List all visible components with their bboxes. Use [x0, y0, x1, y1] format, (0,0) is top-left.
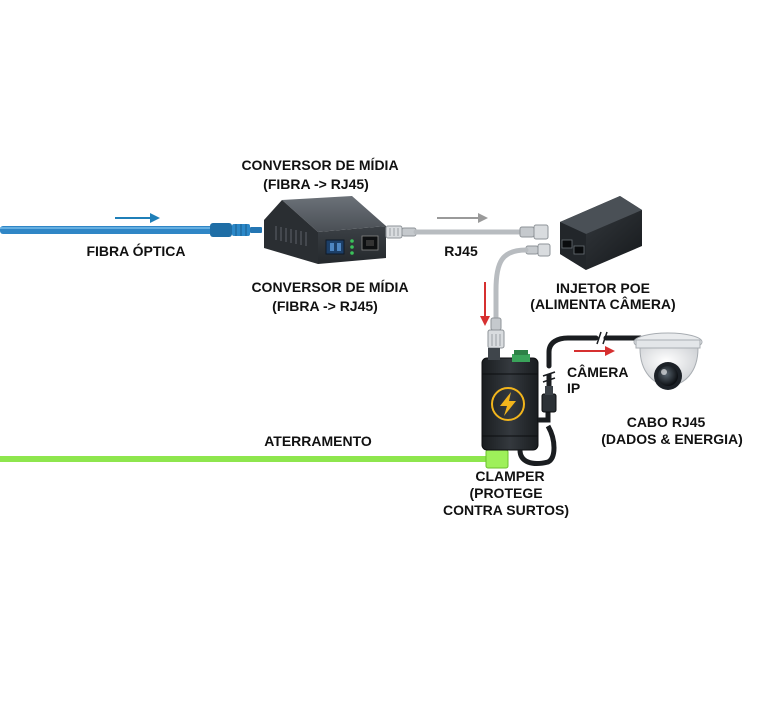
clamper-label-line3: CONTRA SURTOS) — [443, 502, 569, 518]
fiber-label: FIBRA ÓPTICA — [86, 242, 185, 259]
camera-arrow — [574, 346, 615, 356]
poe-label-line2: (ALIMENTA CÂMERA) — [530, 295, 675, 312]
media-converter-device — [264, 196, 386, 264]
cable-label-line1: CABO RJ45 — [627, 414, 706, 430]
fiber-optic-cable — [0, 223, 262, 237]
cable-break-marks — [542, 331, 608, 383]
grounding-label: ATERRAMENTO — [264, 433, 372, 449]
clamper-label-line1: CLAMPER — [475, 468, 544, 484]
cable-label-line2: (DADOS & ENERGIA) — [601, 431, 743, 447]
clamper-label-line2: (PROTEGE — [469, 485, 542, 501]
rj45-cable-converter-to-poe — [385, 224, 549, 240]
rj45-label: RJ45 — [444, 243, 478, 259]
camera-label-line1: CÂMERA — [567, 363, 628, 380]
grounding-wire — [0, 449, 509, 469]
rj45-cable-poe-to-clamper — [487, 243, 551, 349]
fiber-arrow — [115, 213, 160, 223]
poe-injector-device — [560, 196, 642, 270]
poe-label-line1: INJETOR POE — [556, 280, 650, 296]
clamper-device — [481, 348, 539, 451]
camera-label-line2: IP — [567, 380, 580, 396]
converter-title-bottom-line1: CONVERSOR DE MÍDIA — [251, 279, 408, 295]
lightning-bolt-icon — [491, 387, 525, 421]
rj45-arrow — [437, 213, 488, 223]
converter-title-bottom-line2: (FIBRA -> RJ45) — [272, 298, 378, 314]
converter-title-top-line2: (FIBRA -> RJ45) — [263, 176, 369, 192]
surge-down-arrow — [480, 282, 490, 326]
converter-title-top-line1: CONVERSOR DE MÍDIA — [241, 157, 398, 173]
ip-dome-camera — [633, 332, 703, 390]
